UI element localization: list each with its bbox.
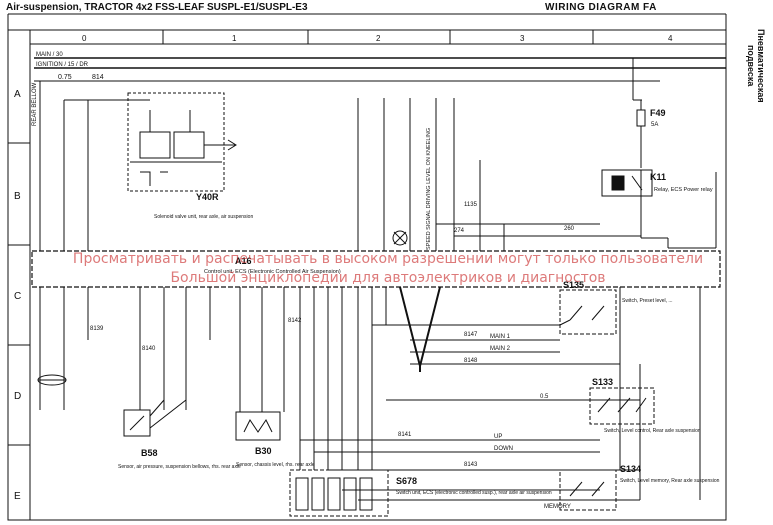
k11-label: K11 <box>650 172 666 182</box>
wire-8141-label: 8141 <box>398 432 412 438</box>
a16-control-unit-box <box>31 250 721 288</box>
s134-label: S134 <box>620 464 641 474</box>
wire-1135-label: 1135 <box>464 202 478 208</box>
wire-8139-label: 8139 <box>90 326 104 332</box>
s135-label: S135 <box>563 280 584 290</box>
s133-switch <box>589 387 655 425</box>
b58-desc: Sensor, air pressure, suspension bellows… <box>118 464 241 470</box>
s133-desc: Switch, Level control, Rear axle suspens… <box>604 428 701 434</box>
wire-05-label: 0.5 <box>540 394 549 400</box>
b58-label: B58 <box>141 448 158 458</box>
y40r-box <box>127 92 225 192</box>
wire-8148-label: 8148 <box>464 358 478 364</box>
b30-sensor <box>235 411 281 441</box>
drawing-frame <box>7 29 727 521</box>
wire-075-label: 0.75 <box>58 74 72 81</box>
b30-label: B30 <box>255 446 272 456</box>
f49-rating: 5A <box>651 122 658 128</box>
wire-8140-label: 8140 <box>142 346 156 352</box>
s134-desc: Switch, Level memory, Rear axle suspensi… <box>620 478 720 484</box>
speed-signal-label: SPEED SIGNAL DRIVING LEVEL ON KNEELING <box>426 128 432 250</box>
down-signal-label: DOWN <box>494 446 513 452</box>
main2-label: MAIN 2 <box>490 346 511 352</box>
row-label-e: E <box>14 491 21 502</box>
col-label-4: 4 <box>668 34 673 43</box>
wire-260-label: 260 <box>564 226 575 232</box>
b30-desc: Sensor, chassis level, rhs. rear axle <box>236 462 315 468</box>
memory-signal-label: MEMORY <box>544 504 571 510</box>
row-label-b: B <box>14 191 21 202</box>
row-label-c: C <box>14 291 21 302</box>
wire-8142-label: 8142 <box>288 318 302 324</box>
k11-desc: Relay, ECS Power relay <box>654 187 713 193</box>
side-label: Пневматическая подвеска <box>746 29 766 103</box>
col-label-1: 1 <box>232 34 237 43</box>
col-label-0: 0 <box>82 34 87 43</box>
s135-switch <box>559 289 617 335</box>
y40r-label: Y40R <box>196 192 219 202</box>
s134-switch <box>559 469 617 511</box>
ignition-rail-label: IGNITION / 15 / DR <box>36 62 89 68</box>
wire-8143-label: 8143 <box>464 462 478 468</box>
wire-274-label: 274 <box>454 228 465 234</box>
s133-label: S133 <box>592 377 613 387</box>
diagram-label: WIRING DIAGRAM FA <box>545 2 657 13</box>
f49-fuse <box>636 109 646 127</box>
b58-sensor <box>123 409 151 437</box>
main1-label: MAIN 1 <box>490 334 511 340</box>
a16-desc: Control unit, ECS (Electronic Controlled… <box>204 269 341 275</box>
col-label-2: 2 <box>376 34 381 43</box>
rear-bellow-label: REAR BELLOW <box>32 82 38 126</box>
f49-label: F49 <box>650 108 666 118</box>
up-signal-label: UP <box>494 434 502 440</box>
main-rail-label: MAIN / 30 <box>36 52 63 58</box>
s678-switch-unit <box>289 469 389 517</box>
wire-8147-label: 8147 <box>464 332 478 338</box>
a16-label: A16 <box>235 256 252 266</box>
s678-label: S678 <box>396 476 417 486</box>
y40r-desc: Solenoid valve unit, rear axle, air susp… <box>154 214 253 220</box>
s135-desc: Switch, Preset level, ... <box>622 298 673 304</box>
k11-relay-box <box>601 169 653 197</box>
diagram-title: Air-suspension, TRACTOR 4x2 FSS-LEAF SUS… <box>6 2 308 13</box>
col-label-3: 3 <box>520 34 525 43</box>
row-label-d: D <box>14 391 21 402</box>
wire-814-label: 814 <box>92 74 104 81</box>
row-label-a: A <box>14 89 21 100</box>
s678-desc: Switch unit, ECS (electronic controlled … <box>396 490 552 496</box>
